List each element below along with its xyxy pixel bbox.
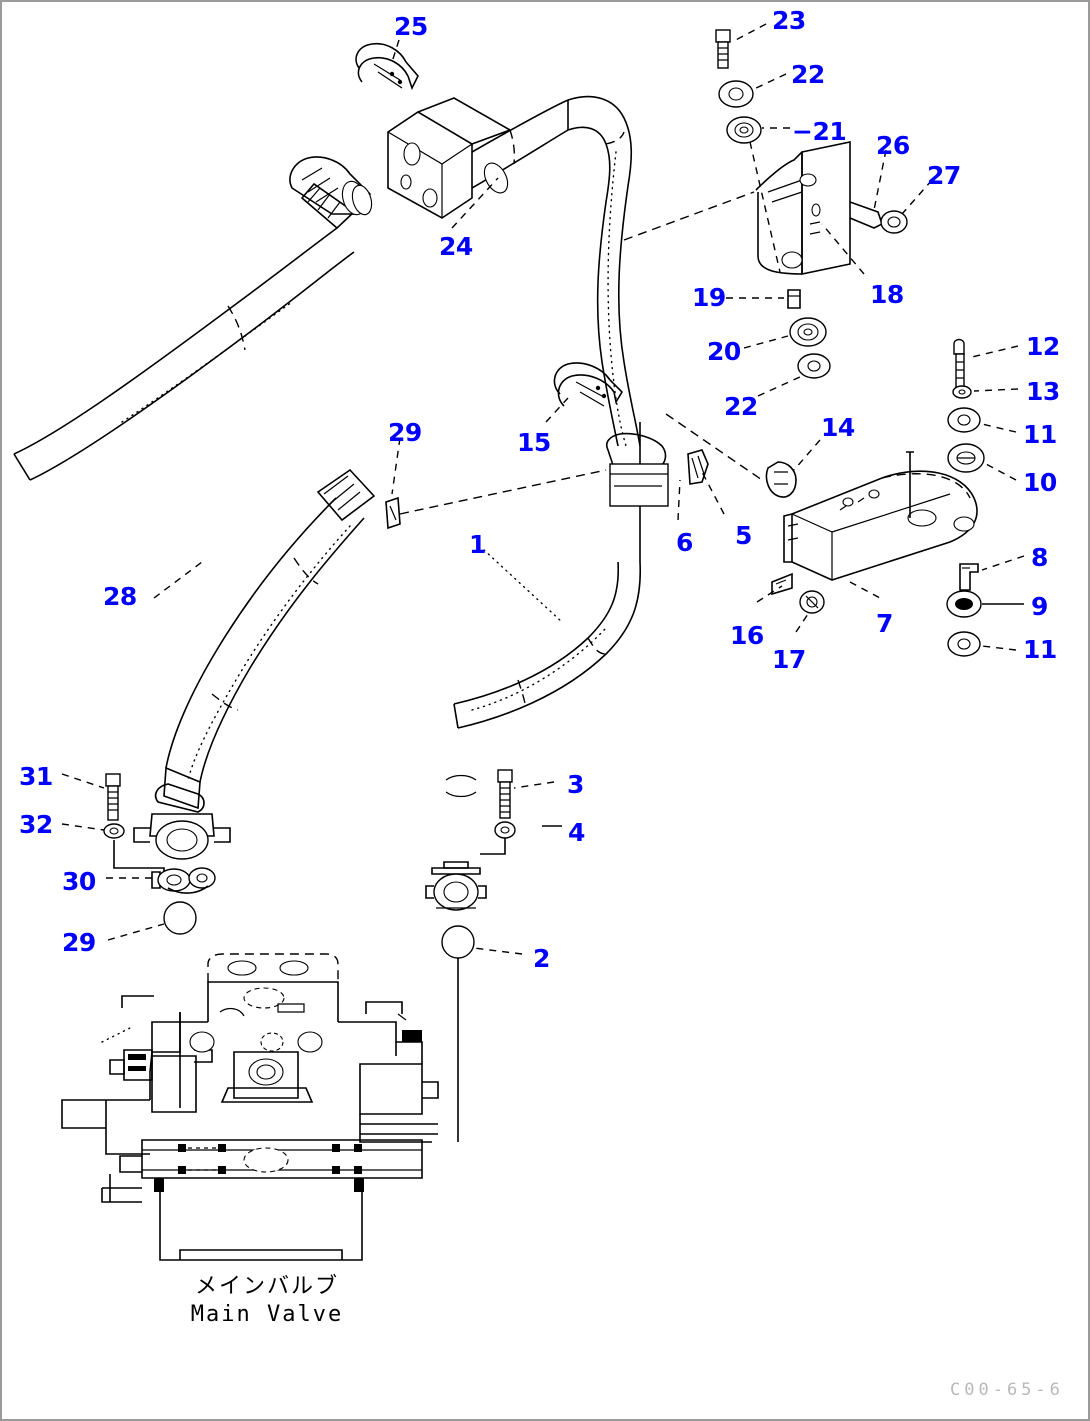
callout-1: 1 [469, 530, 486, 559]
callout-31: 31 [19, 762, 53, 791]
part-20-nut [743, 317, 827, 349]
callout-11-upper: 11 [1023, 420, 1057, 449]
callout-19: 19 [692, 283, 726, 312]
callout-4: 4 [568, 818, 585, 847]
callout-21: −21 [792, 117, 847, 146]
part-7-bracket [756, 451, 978, 603]
part-11-washer-lower [947, 631, 1017, 657]
callout-25: 25 [394, 12, 428, 41]
part-29-ring-lower [107, 901, 197, 941]
callout-2: 2 [533, 944, 550, 973]
main-valve-caption-jp: メインバルブ [194, 1274, 339, 1299]
callout-8: 8 [1031, 543, 1048, 572]
top-flange-block [387, 97, 569, 229]
callout-6: 6 [676, 528, 693, 557]
callout-26: 26 [876, 131, 910, 160]
part-22-washer-lower [757, 353, 831, 397]
callout-32: 32 [19, 810, 53, 839]
part-25-clamp [355, 39, 419, 91]
callout-28: 28 [103, 582, 137, 611]
main-valve-body [61, 953, 439, 1261]
centre-flange-block [385, 422, 725, 623]
part-22-washer-upper [718, 73, 787, 108]
upper-left-hose [13, 156, 373, 481]
main-valve-caption-en: Main Valve [190, 1302, 344, 1327]
callout-11-lower: 11 [1023, 635, 1057, 664]
callout-5: 5 [735, 521, 752, 550]
part-31-bolt [61, 773, 121, 821]
part-2-pointer [441, 925, 523, 1142]
callout-9: 9 [1031, 592, 1048, 621]
callout-10: 10 [1023, 468, 1057, 497]
part-9-nut [946, 590, 1024, 618]
part-1-lower-bend [453, 561, 642, 729]
part-12-bolt [953, 338, 1019, 391]
part-14-bushing [665, 413, 821, 498]
callout-12: 12 [1026, 332, 1060, 361]
part-19-bolt [726, 289, 801, 309]
part-15-clamp [545, 362, 624, 423]
centre-valve-fitting [425, 861, 487, 911]
part-21-nut-upper [726, 116, 790, 273]
part-18-bracket [623, 141, 865, 275]
callout-29-lower: 29 [62, 928, 96, 957]
callout-30: 30 [62, 867, 96, 896]
part-23-bolt [715, 23, 767, 69]
part-17-washer [795, 590, 825, 633]
callout-17: 17 [772, 645, 806, 674]
callout-13: 13 [1026, 377, 1060, 406]
part-1-main-tube [567, 95, 641, 447]
callout-20: 20 [707, 337, 741, 366]
callout-24: 24 [439, 232, 473, 261]
callout-16: 16 [730, 621, 764, 650]
part-13-washer [952, 385, 1019, 399]
part-3-bolt [445, 769, 555, 819]
callout-14: 14 [821, 413, 855, 442]
part-26-27-bolt [849, 149, 933, 234]
callout-15: 15 [517, 428, 551, 457]
callout-27: 27 [927, 161, 961, 190]
part-32-washer [61, 823, 125, 839]
part-8-bolt [959, 555, 1025, 591]
callout-7: 7 [876, 609, 893, 638]
callout-29-upper: 29 [388, 418, 422, 447]
part-11-washer-upper [947, 407, 1017, 433]
callout-22-lower: 22 [724, 392, 758, 421]
callout-22-upper: 22 [791, 60, 825, 89]
callout-23: 23 [772, 6, 806, 35]
part-10-nut [947, 443, 1017, 481]
part-30-clamp [106, 840, 216, 894]
drawing-code: C00-65-6 [950, 1380, 1064, 1400]
part-4-washer [480, 821, 562, 855]
callout-3: 3 [567, 770, 584, 799]
part-28-hose [133, 468, 376, 860]
callout-18: 18 [870, 280, 904, 309]
